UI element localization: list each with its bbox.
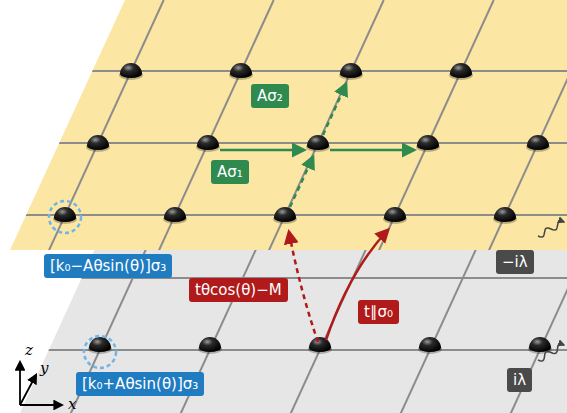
label-text: t∥σ₀ — [364, 303, 393, 321]
top-layer — [10, 0, 567, 250]
lattice-site — [419, 337, 441, 352]
wavy-arrow — [538, 221, 564, 237]
interlayer-arrow — [289, 232, 318, 342]
hopping-arrow — [330, 149, 414, 152]
label-text: Aσ₁ — [217, 163, 243, 181]
onsite-label: [k₀−Aθsin(θ)]σ₃ — [44, 254, 172, 278]
grid-line — [375, 0, 494, 259]
hopping-arrow — [220, 149, 304, 152]
axis-label: y — [40, 360, 48, 376]
grid-line — [485, 0, 567, 259]
label-text: [k₀−Aθsin(θ)]σ₃ — [50, 257, 166, 275]
lattice-site — [384, 207, 406, 222]
lattice-site — [199, 337, 221, 352]
lattice-site — [450, 63, 472, 78]
bottom-sites — [88, 337, 552, 354]
hopping-label: Aσ₁ — [211, 160, 249, 184]
axis-line — [20, 404, 62, 406]
lattice-site — [87, 135, 109, 150]
lattice-site — [230, 63, 252, 78]
grid-line — [155, 0, 274, 259]
wavy-arrow — [538, 344, 564, 361]
interlayer-label: t∥σ₀ — [358, 300, 399, 324]
onsite-highlight — [49, 201, 81, 233]
grid-line — [265, 0, 384, 259]
gain-loss-label: iλ — [507, 368, 532, 392]
label-text: iλ — [513, 371, 526, 389]
interlayer-label: tθcos(θ)−M — [189, 278, 288, 302]
top-sites — [53, 63, 550, 224]
lattice-site — [340, 63, 362, 78]
lattice-site — [120, 63, 142, 78]
lattice-site — [197, 135, 219, 150]
grid-line — [0, 240, 40, 413]
label-text: −iλ — [502, 253, 528, 271]
top-grid — [0, 0, 567, 287]
onsite-label: [k₀+Aθsin(θ)]σ₃ — [76, 372, 204, 396]
onsite-highlight — [84, 336, 116, 368]
grid-line — [400, 240, 480, 413]
grid-line — [0, 142, 567, 144]
lattice-site — [494, 207, 516, 222]
hopping-arrow — [290, 157, 313, 207]
lattice-site — [527, 135, 549, 150]
lattice-site — [529, 337, 551, 352]
lattice-site — [164, 207, 186, 222]
axis-line — [19, 362, 21, 405]
lattice-site — [274, 207, 296, 222]
bottom-layer — [20, 240, 567, 413]
lattice-site — [307, 135, 329, 150]
lattice-site — [309, 337, 331, 352]
hopping-label: Aσ₂ — [251, 84, 289, 108]
lattice-site — [417, 135, 439, 150]
axis-label: z — [25, 342, 33, 358]
axis-label: x — [68, 396, 76, 412]
label-text: Aσ₂ — [257, 87, 283, 105]
label-text: [k₀+Aθsin(θ)]σ₃ — [82, 375, 198, 393]
hopping-arrow — [323, 84, 346, 135]
lattice-site — [54, 207, 76, 222]
grid-line — [0, 70, 567, 72]
gain-loss-label: −iλ — [496, 250, 534, 274]
grid-line — [45, 0, 164, 259]
label-text: tθcos(θ)−M — [195, 281, 282, 299]
grid-line — [0, 0, 54, 259]
axis-line — [20, 375, 36, 405]
